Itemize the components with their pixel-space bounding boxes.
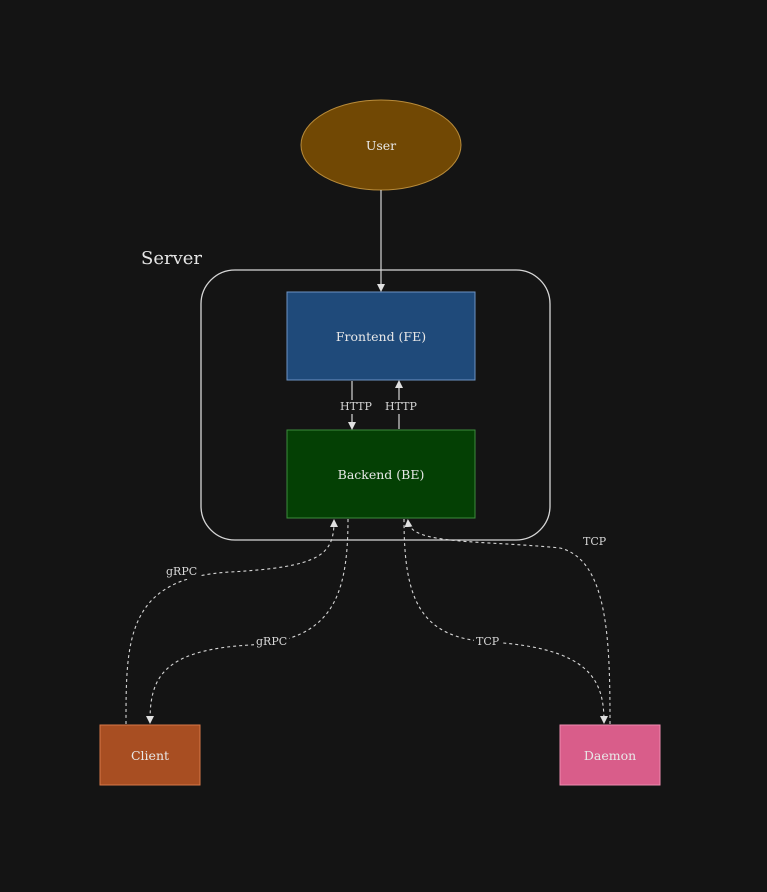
server-group[interactable] bbox=[200, 269, 551, 541]
server-group-title: Server bbox=[141, 248, 203, 269]
edge-client-to-backend bbox=[125, 519, 338, 725]
edge-label-be-to-daemon: TCP bbox=[474, 635, 502, 649]
edge-label-fe-to-be: HTTP bbox=[338, 400, 374, 414]
edge-label-client-to-be: gRPC bbox=[164, 565, 200, 579]
edge-label-be-to-fe: HTTP bbox=[383, 400, 419, 414]
edge-label-be-to-client: gRPC bbox=[254, 635, 290, 649]
edge-daemon-to-backend bbox=[404, 519, 611, 725]
daemon-node[interactable] bbox=[559, 724, 661, 786]
backend-node[interactable] bbox=[286, 429, 476, 519]
edge-backend-to-client bbox=[146, 518, 349, 724]
daemon-label: Daemon bbox=[583, 747, 637, 763]
edge-backend-to-daemon bbox=[403, 518, 608, 724]
user-label: User bbox=[365, 137, 397, 153]
frontend-label: Frontend (FE) bbox=[335, 328, 427, 344]
client-node[interactable] bbox=[99, 724, 201, 786]
edge-label-daemon-to-be: TCP bbox=[581, 535, 609, 549]
backend-label: Backend (BE) bbox=[337, 466, 425, 482]
frontend-node[interactable] bbox=[286, 291, 476, 381]
client-label: Client bbox=[130, 747, 170, 763]
